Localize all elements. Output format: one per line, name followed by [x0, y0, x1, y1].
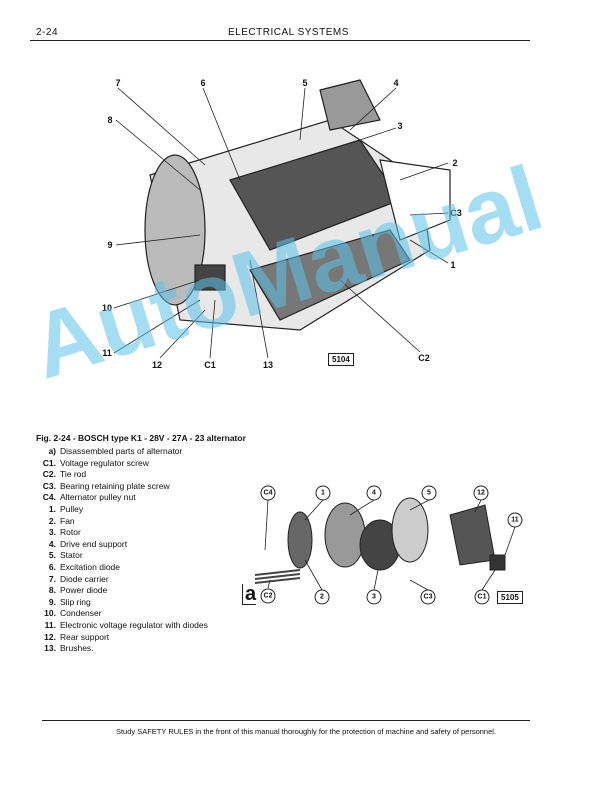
callout-5: 5	[421, 485, 437, 501]
legend-item: 11. Electronic voltage regulator with dio…	[40, 620, 208, 632]
legend-item: 8. Power diode	[40, 585, 208, 597]
callout-5: 5	[302, 78, 308, 88]
page-number: 2-24	[36, 27, 59, 38]
callout-c1: C1	[474, 589, 490, 605]
callout-13: 13	[262, 360, 274, 370]
exploded-parts-drawing	[254, 497, 516, 591]
callout-2: 2	[314, 589, 330, 605]
callout-11: 11	[102, 348, 112, 358]
legend-key: C1.	[42, 457, 56, 468]
legend-text: Pulley	[60, 503, 84, 514]
plate-number-exploded: 5105	[497, 591, 523, 604]
legend-key: C4.	[42, 492, 56, 503]
figure-caption: Fig. 2-24 - BOSCH type K1 - 28V - 27A - …	[36, 433, 246, 443]
callout-c3: C3	[450, 208, 462, 218]
legend-text: Rear support	[60, 631, 110, 642]
legend-key: 12.	[44, 631, 56, 642]
callout-c4: C4	[260, 485, 276, 501]
legend-item: C3. Bearing retaining plate screw	[40, 481, 208, 493]
callout-c2: C2	[418, 353, 430, 363]
plate-number: 5104	[328, 353, 354, 366]
legend-item: 5. Stator	[40, 550, 208, 562]
callout-12: 12	[473, 485, 489, 501]
legend-key: 3.	[48, 527, 56, 538]
legend-text: Rotor	[60, 527, 81, 538]
alternator-illustrations	[113, 79, 516, 591]
legend-text: Alternator pulley nut	[60, 492, 136, 503]
legend-text: Diode carrier	[60, 573, 109, 584]
legend-item: C1. Voltage regulator screw	[40, 458, 208, 470]
legend-item: 6. Excitation diode	[40, 562, 208, 574]
legend-text: Electronic voltage regulator with diodes	[60, 619, 208, 630]
callout-c2: C2	[260, 588, 276, 604]
legend-text: Drive end support	[60, 538, 128, 549]
callout-3: 3	[397, 121, 403, 131]
legend-item: C4. Alternator pulley nut	[40, 492, 208, 504]
legend-text: Voltage regulator screw	[60, 457, 149, 468]
footer-rule	[42, 720, 530, 721]
legend-key: 8.	[48, 585, 56, 596]
callout-1: 1	[450, 260, 456, 270]
legend-text: Disassembled parts of alternator	[60, 446, 183, 456]
legend-key: 13.	[44, 643, 56, 654]
legend-key: 4.	[48, 538, 56, 549]
section-title: ELECTRICAL SYSTEMS	[228, 27, 349, 38]
legend-item: 4. Drive end support	[40, 539, 208, 551]
legend-key: 7.	[48, 573, 56, 584]
header-rule	[30, 40, 530, 41]
legend-item: 9. Slip ring	[40, 597, 208, 609]
legend-item: C2. Tie rod	[40, 469, 208, 481]
legend-key: 10.	[44, 608, 56, 619]
legend-text: Bearing retaining plate screw	[60, 480, 170, 491]
legend-text: Excitation diode	[60, 561, 121, 572]
callout-7: 7	[115, 78, 121, 88]
callout-9: 9	[107, 240, 113, 250]
legend-key: 6.	[48, 561, 56, 572]
legend-item: 7. Diode carrier	[40, 574, 208, 586]
legend-key: 9.	[48, 596, 56, 607]
callout-8: 8	[107, 115, 113, 125]
legend-text: Condenser	[60, 608, 102, 619]
legend-item: 2. Fan	[40, 516, 208, 528]
legend-item: 3. Rotor	[40, 527, 208, 539]
callout-12: 12	[151, 360, 163, 370]
callout-4: 4	[366, 485, 382, 501]
callout-c1: C1	[204, 360, 216, 370]
callout-c3: C3	[420, 589, 436, 605]
callout-4: 4	[393, 78, 399, 88]
cutaway-alternator-drawing	[113, 79, 451, 359]
callout-3: 3	[366, 589, 382, 605]
legend-key: C3.	[42, 480, 56, 491]
legend-text: Stator	[60, 550, 83, 561]
callout-2: 2	[452, 158, 458, 168]
legend-item: 10. Condenser	[40, 608, 208, 620]
legend-text: Brushes.	[60, 643, 94, 654]
legend-text: Slip ring	[60, 596, 91, 607]
legend-text: Power diode	[60, 585, 108, 596]
legend-key: 11.	[44, 619, 56, 630]
legend-text: Tie rod	[60, 469, 87, 480]
callout-1: 1	[315, 485, 331, 501]
legend-item: 13. Brushes.	[40, 643, 208, 655]
panel-letter: a	[242, 584, 257, 605]
legend-item: a) Disassembled parts of alternator	[40, 446, 208, 458]
legend-key: 2.	[48, 515, 56, 526]
legend-item: 12. Rear support	[40, 632, 208, 644]
legend-key: 1.	[48, 503, 56, 514]
callout-10: 10	[101, 303, 113, 313]
legend-item: 1. Pulley	[40, 504, 208, 516]
legend-key: a)	[48, 446, 56, 456]
callout-6: 6	[200, 78, 206, 88]
callout-11: 11	[507, 512, 523, 528]
legend-key: 5.	[48, 550, 56, 561]
safety-footer: Study SAFETY RULES in the front of this …	[115, 727, 497, 736]
legend-text: Fan	[60, 515, 75, 526]
legend-key: C2.	[42, 469, 56, 480]
